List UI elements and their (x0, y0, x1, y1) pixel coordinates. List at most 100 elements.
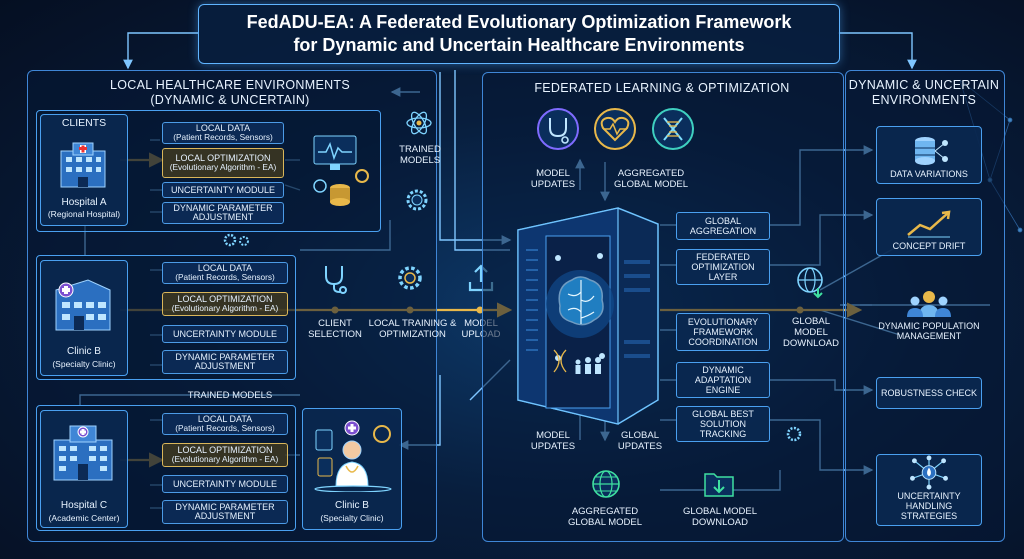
hospital-a-local-optimization: Local Optimization(Evolutionary Algorith… (162, 148, 284, 178)
local-heading-line-2: (Dynamic & Uncertain) (150, 93, 310, 107)
item-label: Data Variations (890, 169, 968, 179)
module-label: Federated Optimization Layer (691, 252, 755, 282)
module-detail: Adjustment (192, 212, 254, 222)
module-title: Dynamic Parameter (173, 203, 273, 213)
module-detail: Adjustment (194, 361, 256, 371)
central-server-icon (517, 207, 659, 425)
robustness-check-box: Robustness Check (876, 377, 982, 409)
dna-icon (652, 108, 694, 150)
heart-pulse-icon (594, 108, 636, 150)
item-label: Uncertainty Handling Strategies (897, 491, 961, 521)
local-heading-line-1: Local Healthcare Environments (110, 78, 350, 92)
client-selection-label: Client Selection (308, 318, 362, 340)
local-environments-heading: Local Healthcare Environments (Dynamic &… (60, 78, 400, 108)
module-detail: Adjustment (194, 511, 256, 521)
hospital-a-dynamic-parameter: Dynamic ParameterAdjustment (162, 202, 284, 224)
clinic-b-local-data: Local Data(Patient Records, Sensors) (162, 262, 288, 284)
clinic-b-local-optimization: Local Optimization(Evolutionary Algorith… (162, 292, 288, 316)
data-variations-box: Data Variations (876, 126, 982, 184)
gear-dollar-icon (406, 189, 428, 211)
small-gear-icon (786, 426, 802, 442)
federated-heading: Federated Learning & Optimization (534, 81, 790, 95)
hospital-c-building-icon (53, 425, 113, 481)
hospital-c-uncertainty-module: Uncertainty Module (162, 475, 288, 493)
folder-download-icon (704, 473, 734, 497)
module-label: Dynamic Adaptation Engine (694, 365, 752, 395)
gears-icon (223, 233, 249, 247)
aggregated-top-label: Aggregated Global Model (613, 168, 689, 190)
global-best-solution-box: Global Best Solution Tracking (676, 406, 770, 442)
federated-optimization-layer-box: Federated Optimization Layer (676, 249, 770, 285)
clinic-b-dynamic-parameter: Dynamic ParameterAdjustment (162, 350, 288, 374)
module-label: Evolutionary Framework Coordination (687, 317, 759, 347)
item-label: Robustness Check (880, 388, 978, 398)
model-updates-bottom-label: Model Updates (530, 430, 576, 452)
dynamic-environments-heading: Dynamic & Uncertain Environments (848, 78, 1000, 108)
module-title: Local Data (197, 414, 253, 424)
hospital-a-uncertainty-module: Uncertainty Module (162, 182, 284, 198)
clients-label: Clients (61, 117, 107, 129)
network-drop-icon (910, 455, 948, 490)
module-title: Local Optimization (177, 294, 273, 304)
global-model-download-bottom-label: Global Model Download (682, 506, 758, 528)
module-title: Uncertainty Module (172, 478, 277, 489)
clinic-b-uncertainty-module: Uncertainty Module (162, 325, 288, 343)
hospital-c-local-optimization: Local Optimization(Evolutionary Algorith… (162, 443, 288, 467)
hospital-a-name: Hospital A (61, 197, 107, 208)
module-detail: (Evolutionary Algorithm - EA) (171, 454, 279, 464)
model-upload-label: Model Upload (461, 318, 501, 340)
dynamic-population-box: Dynamic Population Management (870, 283, 988, 345)
evolutionary-framework-box: Evolutionary Framework Coordination (676, 313, 770, 351)
module-label: Global Best Solution Tracking (692, 409, 754, 439)
diagram-title: FedADU-EA: A Federated Evolutionary Opti… (198, 4, 840, 64)
module-detail: (Patient Records, Sensors) (175, 272, 275, 282)
module-title: Local Optimization (177, 445, 273, 455)
hospital-a-subtitle: (Regional Hospital) (47, 209, 121, 219)
training-gear-icon (398, 266, 422, 290)
doctor-icon (314, 420, 392, 492)
people-icon (907, 291, 951, 317)
item-label: Dynamic Population Management (878, 321, 980, 341)
clinic-b-name: Clinic B (67, 346, 101, 357)
hospital-c-dynamic-parameter: Dynamic ParameterAdjustment (162, 500, 288, 524)
module-detail: (Patient Records, Sensors) (173, 132, 273, 142)
trend-chart-icon (907, 210, 951, 238)
trained-models-label-middle: Trained Models (187, 390, 273, 401)
clinic-b-card-name: Clinic B (335, 500, 369, 511)
module-detail: (Patient Records, Sensors) (175, 423, 275, 433)
title-line-2: for Dynamic and Uncertain Healthcare Env… (293, 35, 745, 55)
module-label: Global Aggregation (689, 216, 757, 236)
module-detail: (Evolutionary Algorithm - EA) (169, 162, 277, 172)
module-title: Uncertainty Module (170, 184, 275, 195)
global-aggregation-box: Global Aggregation (676, 212, 770, 240)
item-label: Concept Drift (892, 241, 966, 251)
uncertainty-handling-box: Uncertainty Handling Strategies (876, 454, 982, 526)
model-updates-top-label: Model Updates (530, 168, 576, 190)
hospital-c-subtitle: (Academic Center) (48, 513, 120, 523)
local-training-label: Local Training & Optimization (368, 318, 457, 340)
hospital-a-local-data: Local Data(Patient Records, Sensors) (162, 122, 284, 144)
module-title: Local Data (195, 123, 251, 133)
concept-drift-box: Concept Drift (876, 198, 982, 256)
hospital-building-icon (60, 142, 106, 188)
module-detail: (Evolutionary Algorithm - EA) (171, 303, 279, 313)
module-title: Local Data (197, 263, 253, 273)
dynamic-heading-line-1: Dynamic & Uncertain (848, 78, 1000, 92)
aggregated-bottom-label: Aggregated Global Model (567, 506, 643, 528)
module-title: Uncertainty Module (172, 328, 277, 339)
dynamic-heading-line-2: Environments (871, 93, 977, 107)
monitor-database-icon (313, 135, 369, 206)
stethoscope-circle-icon (537, 108, 579, 150)
global-model-download-right-label: Global Model Download (783, 316, 839, 349)
atom-icon (406, 111, 432, 135)
hospital-c-name: Hospital C (60, 500, 108, 511)
title-line-1: FedADU-EA: A Federated Evolutionary Opti… (246, 12, 792, 32)
database-icon (915, 137, 948, 165)
module-title: Dynamic Parameter (175, 502, 275, 512)
clinic-b-card-subtitle: (Specialty Clinic) (320, 513, 384, 523)
globe-icon (592, 470, 620, 498)
hospital-c-local-data: Local Data(Patient Records, Sensors) (162, 413, 288, 435)
clinic-building-icon (55, 279, 111, 331)
clinic-b-subtitle: (Specialty Clinic) (52, 359, 116, 369)
module-title: Dynamic Parameter (175, 352, 275, 362)
